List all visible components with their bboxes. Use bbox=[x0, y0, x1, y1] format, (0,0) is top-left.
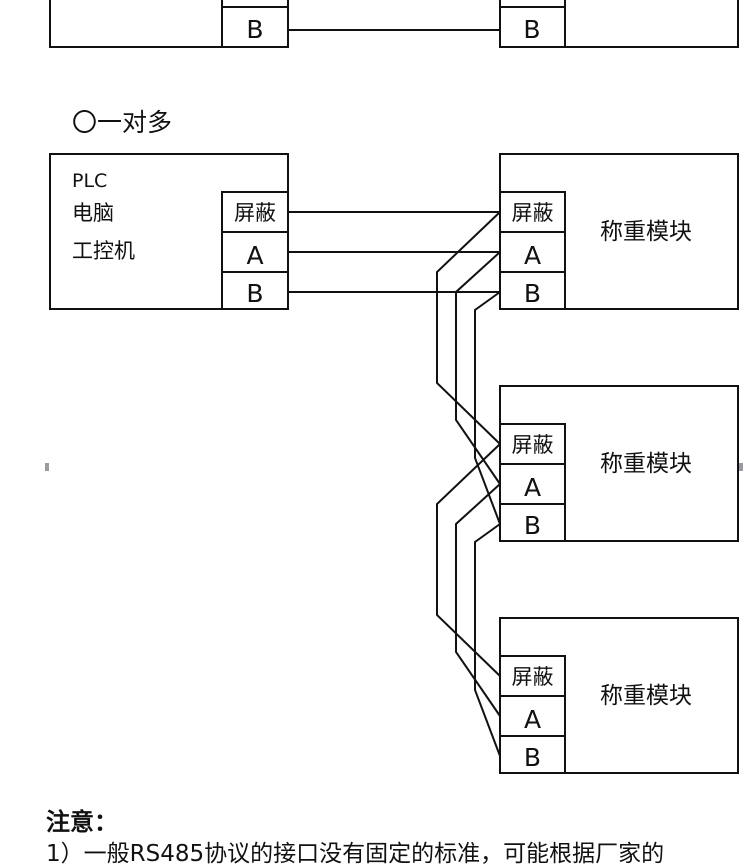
slave-module-label: 称重模块 bbox=[600, 683, 692, 709]
slave-port-b-label: B bbox=[524, 743, 541, 772]
master-port-shield-label: 屏蔽 bbox=[234, 201, 276, 225]
wire-drop-a-2-to-3 bbox=[455, 483, 501, 717]
master-label-ipc: 工控机 bbox=[72, 239, 135, 263]
notes-line-1: 1）一般RS485协议的接口没有固定的标准，可能根据厂家的 bbox=[46, 841, 665, 867]
master-port-b-label: B bbox=[246, 279, 263, 308]
top-right-port-b-label: B bbox=[523, 15, 540, 44]
wire-drop-shield-1-to-2 bbox=[436, 211, 501, 445]
top-left-port-b-label: B bbox=[246, 15, 263, 44]
slave-port-a-label: A bbox=[524, 473, 541, 502]
top-right-port-b bbox=[499, 6, 566, 48]
wire-drop-a-1-to-2 bbox=[455, 251, 501, 485]
top-left-port-a-label: A bbox=[246, 0, 263, 4]
rs485-wiring-diagram: A B A B PLC 电脑 工控机 屏蔽 A B 屏蔽AB称重模块屏蔽AB称重… bbox=[49, 0, 739, 774]
slave-port-shield-label: 屏蔽 bbox=[512, 201, 554, 225]
top-left-port-b bbox=[221, 6, 289, 48]
slave-module-3: 屏蔽 AB 称重模块 bbox=[499, 617, 739, 774]
wire-drop-b-1-to-2 bbox=[474, 291, 501, 525]
slave-port-shield bbox=[499, 423, 566, 465]
master-port-shield bbox=[221, 191, 289, 233]
slave-port-a bbox=[499, 463, 566, 505]
edge-marker-right bbox=[739, 463, 743, 471]
slave-module-label: 称重模块 bbox=[600, 219, 692, 245]
notes-title: 注意： bbox=[46, 808, 118, 836]
slave-port-b bbox=[499, 735, 566, 774]
top-right-port-a-label: A bbox=[523, 0, 540, 4]
slave-port-b bbox=[499, 503, 566, 542]
master-device: PLC 电脑 工控机 屏蔽 A B bbox=[49, 153, 289, 310]
master-port-b bbox=[221, 271, 289, 310]
master-port-a-label: A bbox=[246, 241, 263, 270]
master-label-pc: 电脑 bbox=[72, 201, 114, 225]
slave-module-label: 称重模块 bbox=[600, 451, 692, 477]
slave-port-b bbox=[499, 271, 566, 310]
bus-wires bbox=[288, 211, 501, 757]
slave-port-b-label: B bbox=[524, 279, 541, 308]
top-partial-diagram: A B A B bbox=[49, 0, 739, 48]
section-title-one-to-many: 〇一对多 bbox=[72, 108, 173, 137]
slave-port-shield-label: 屏蔽 bbox=[512, 433, 554, 457]
slave-module-1: 屏蔽 AB 称重模块 bbox=[499, 153, 739, 310]
slave-port-b-label: B bbox=[524, 511, 541, 540]
wire-drop-b-2-to-3 bbox=[474, 523, 501, 757]
slave-port-a-label: A bbox=[524, 705, 541, 734]
slave-module-2: 屏蔽 AB 称重模块 bbox=[499, 385, 739, 542]
edge-marker-left bbox=[45, 463, 49, 471]
slave-port-a-label: A bbox=[524, 241, 541, 270]
slave-port-shield-label: 屏蔽 bbox=[512, 665, 554, 689]
wire-drop-shield-2-to-3 bbox=[436, 443, 501, 677]
slave-port-shield bbox=[499, 655, 566, 697]
master-label-plc: PLC bbox=[72, 170, 107, 192]
